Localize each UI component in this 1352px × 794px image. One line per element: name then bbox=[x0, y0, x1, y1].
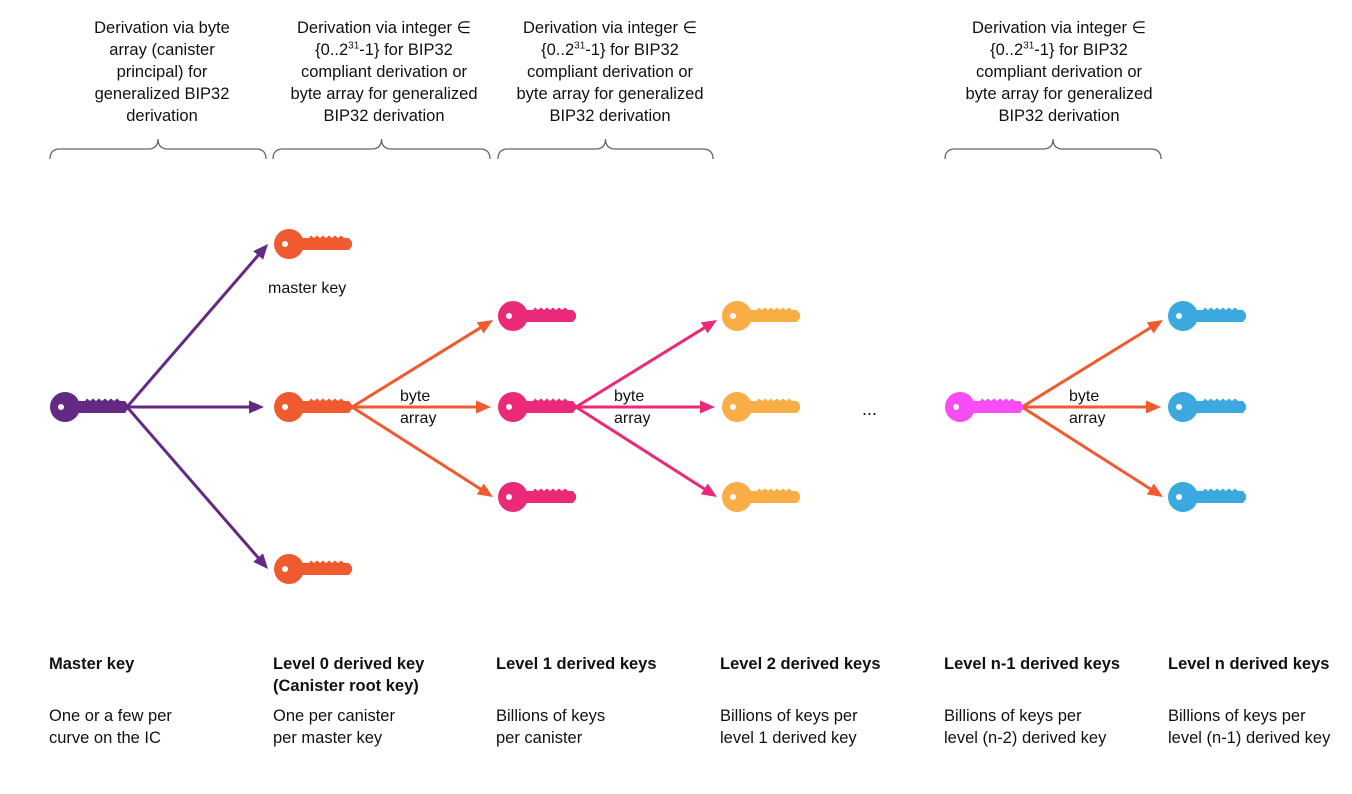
key-icon bbox=[498, 392, 576, 422]
arrow-icon bbox=[125, 406, 268, 569]
column-title-master: Master key bbox=[49, 655, 135, 673]
header-level-2: Derivation via integer ∈{0..231-1} for B… bbox=[516, 19, 704, 125]
curly-brace-icon bbox=[49, 138, 267, 160]
curly-brace-icon bbox=[272, 138, 491, 160]
key-icon bbox=[274, 554, 352, 584]
column-title-level-2: Level 2 derived keys bbox=[720, 655, 881, 673]
arrow-icon bbox=[127, 400, 264, 414]
key-icon bbox=[274, 392, 352, 422]
arrow-icon bbox=[1021, 405, 1163, 497]
arrow-icon bbox=[351, 405, 493, 497]
arrow-icon bbox=[575, 405, 717, 497]
arrow-icon bbox=[1021, 320, 1163, 409]
curly-brace-icon bbox=[944, 138, 1162, 160]
key-icon bbox=[274, 229, 352, 259]
master-key-label: master key bbox=[268, 280, 347, 297]
key-icon bbox=[945, 392, 1023, 422]
key-icon bbox=[498, 482, 576, 512]
column-title-level-1: Level 1 derived keys bbox=[496, 655, 657, 673]
key-icon bbox=[1168, 392, 1246, 422]
key-icon bbox=[50, 392, 128, 422]
arrow-icon bbox=[575, 320, 717, 409]
curly-brace-icon bbox=[497, 138, 714, 160]
key-icon bbox=[1168, 301, 1246, 331]
arrow-icon bbox=[1022, 400, 1161, 414]
key-icon bbox=[722, 482, 800, 512]
column-title-level-n: Level n derived keys bbox=[1168, 655, 1330, 673]
arrow-icon bbox=[576, 400, 715, 414]
arrow-icon bbox=[351, 320, 493, 409]
ellipsis: ... bbox=[862, 399, 878, 419]
header-level-1: Derivation via integer ∈{0..231-1} for B… bbox=[290, 19, 478, 125]
key-icon bbox=[498, 301, 576, 331]
column-title-level-0: Level 0 derived key(Canister root key) bbox=[273, 655, 425, 695]
arrow-icon bbox=[352, 400, 491, 414]
key-icon bbox=[722, 392, 800, 422]
key-icon bbox=[1168, 482, 1246, 512]
column-title-level-n-1: Level n-1 derived keys bbox=[944, 655, 1121, 673]
arrow-icon bbox=[125, 244, 268, 408]
header-level-n: Derivation via integer ∈{0..231-1} for B… bbox=[965, 19, 1153, 125]
key-icon bbox=[722, 301, 800, 331]
